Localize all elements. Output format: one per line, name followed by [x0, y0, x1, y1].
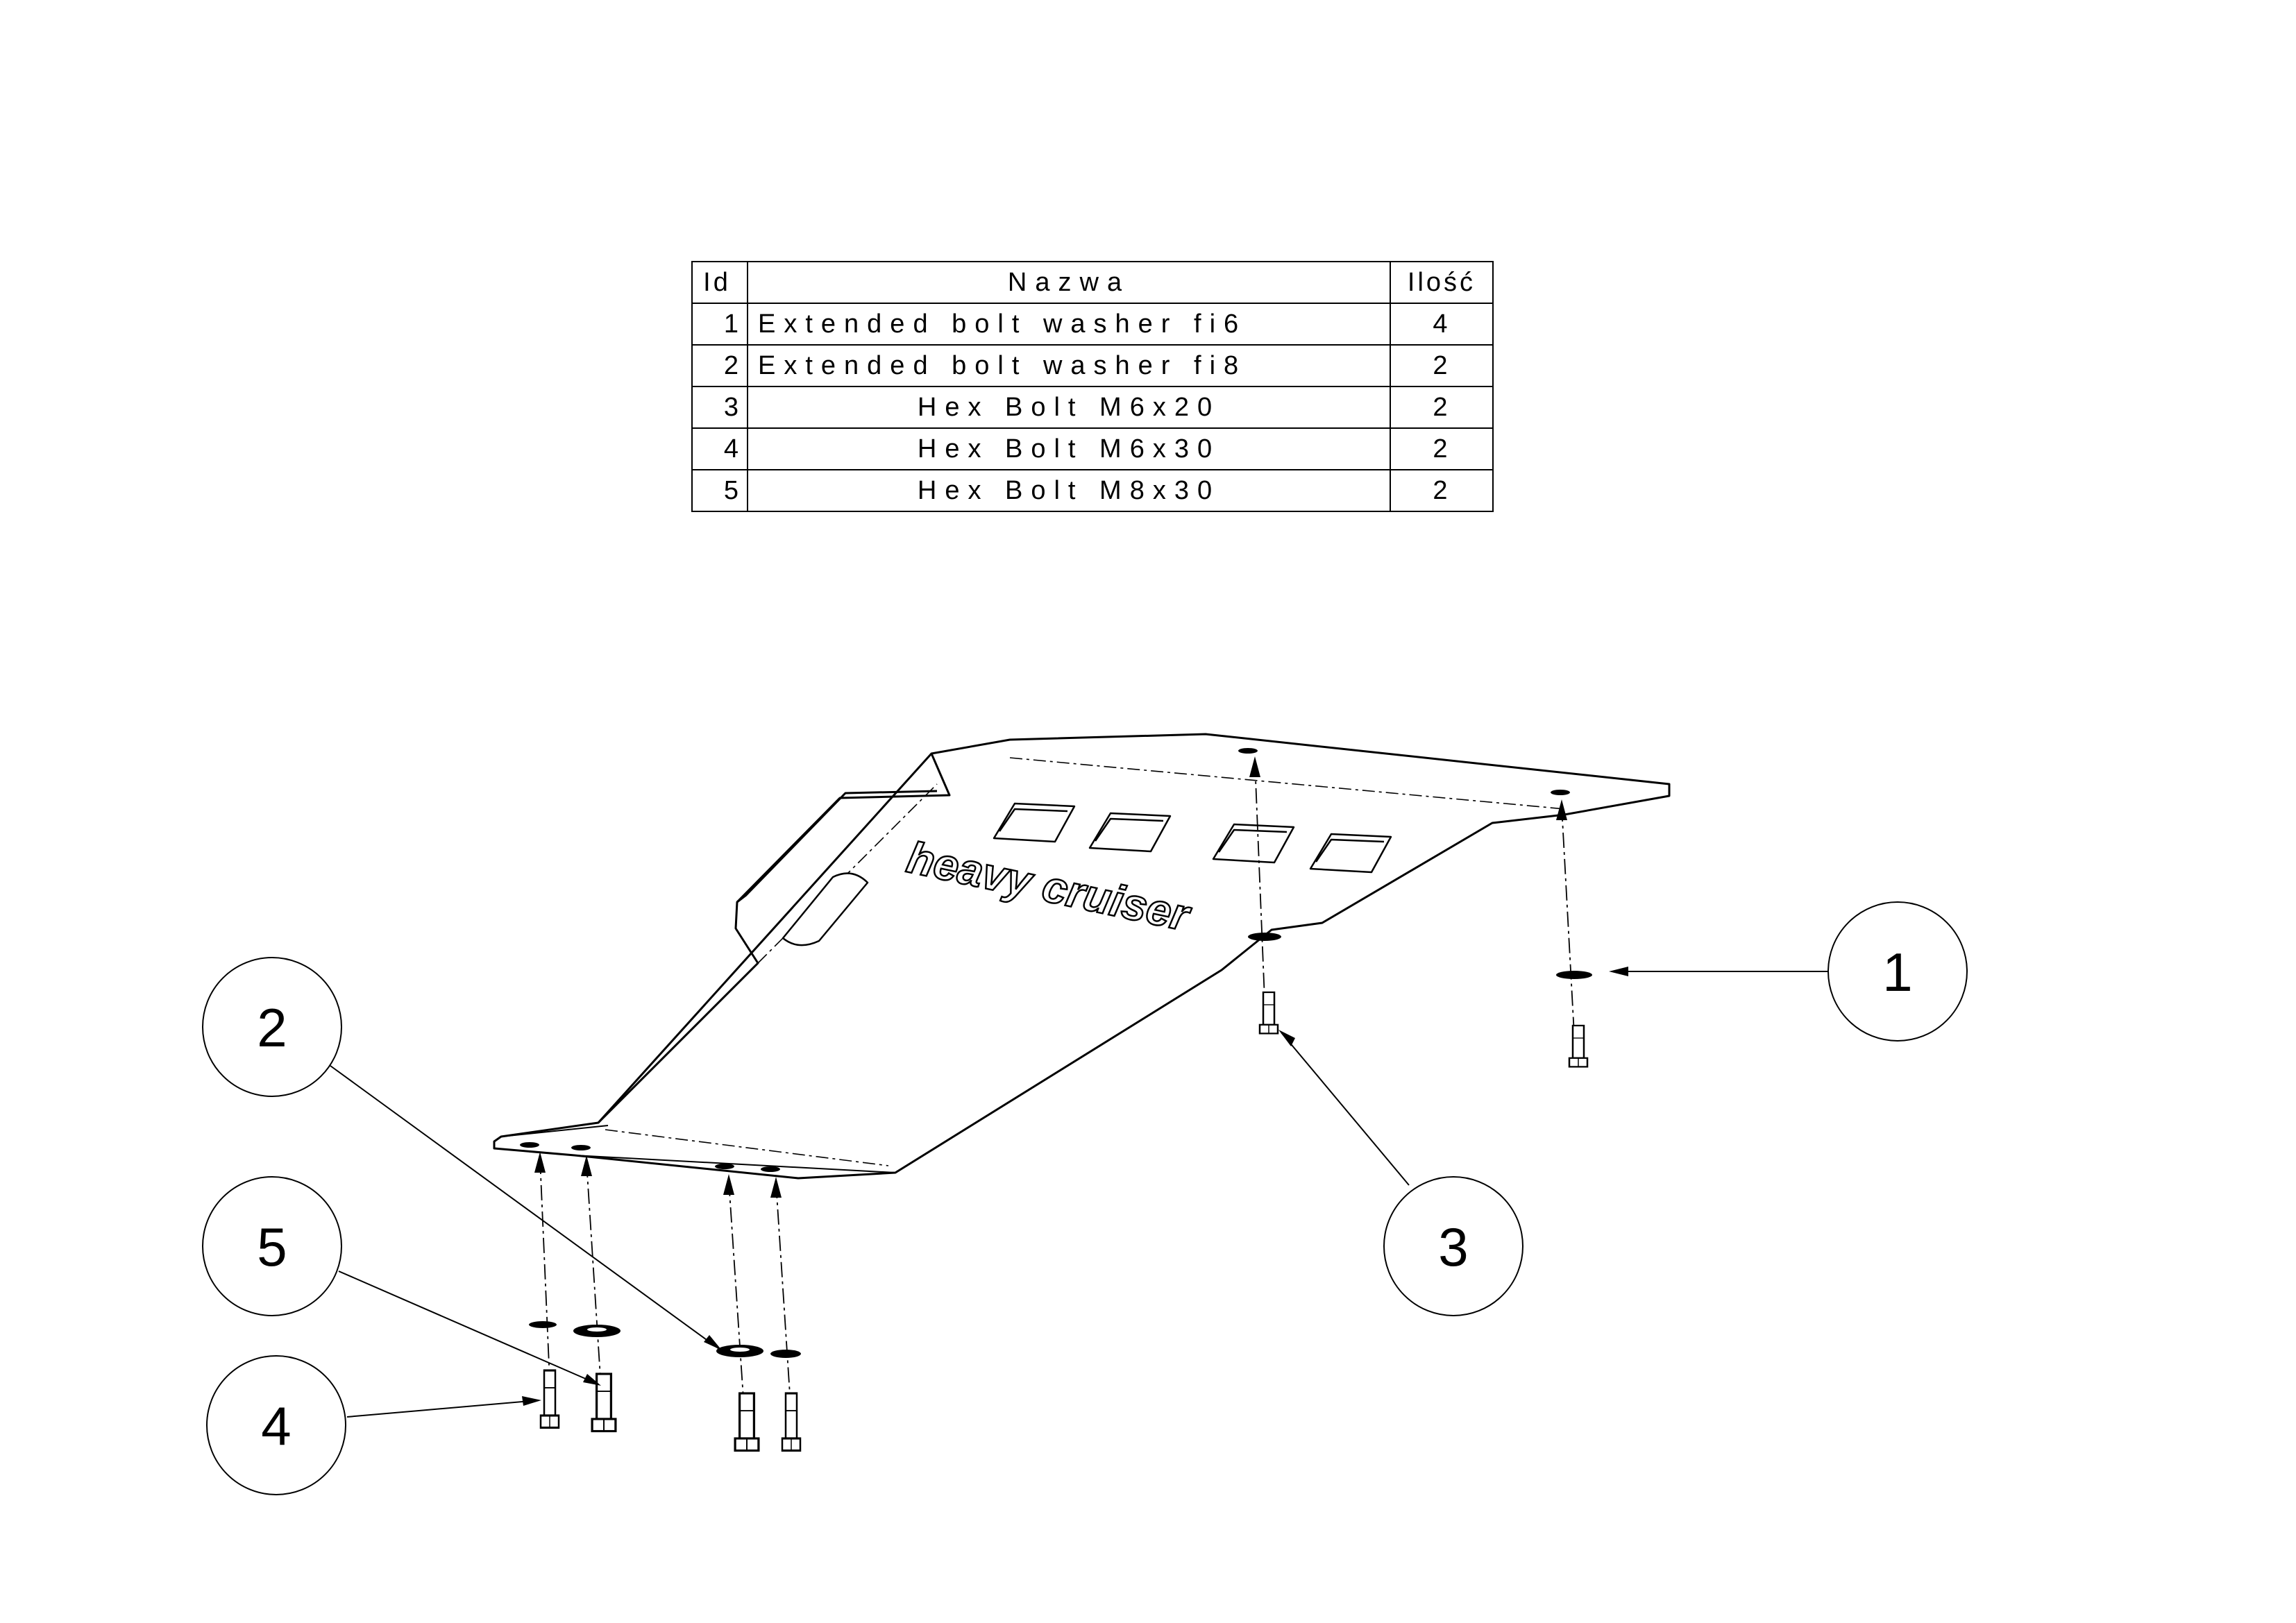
parts-list-row: 2 Extended bolt washer fi8 2: [691, 344, 1494, 387]
header-qty: Ilość: [1390, 261, 1494, 304]
parts-list-header-row: Id Nazwa Ilość: [691, 261, 1494, 304]
row-id: 5: [691, 469, 748, 512]
washer-fi6: [1556, 971, 1592, 979]
parts-list-row: 5 Hex Bolt M8x30 2: [691, 469, 1494, 512]
washer-fi6: [1248, 933, 1281, 941]
row-id: 3: [691, 386, 748, 429]
assembly-arrowheads: [534, 756, 1567, 1198]
parts-list-row: 1 Extended bolt washer fi6 4: [691, 303, 1494, 346]
row-id: 2: [691, 344, 748, 387]
row-name: Hex Bolt M6x20: [747, 386, 1391, 429]
hex-bolt-m8x30: [734, 1392, 760, 1452]
header-id: Id: [691, 261, 748, 304]
plate-holes: [520, 748, 1570, 1172]
balloon-label: 3: [1438, 1216, 1468, 1277]
header-name: Nazwa: [747, 261, 1391, 304]
balloon-2: 2: [202, 957, 342, 1097]
balloon-4: 4: [206, 1355, 346, 1495]
row-qty: 4: [1390, 303, 1494, 346]
hex-bolt-m6x30: [781, 1392, 802, 1452]
row-qty: 2: [1390, 344, 1494, 387]
row-name: Extended bolt washer fi8: [747, 344, 1391, 387]
hex-bolt-m6x30: [539, 1369, 560, 1429]
row-name: Extended bolt washer fi6: [747, 303, 1391, 346]
vent-slots: [782, 802, 1392, 946]
bend-lines: [605, 757, 1566, 1166]
washer-fi6: [770, 1350, 801, 1358]
balloon-3: 3: [1383, 1176, 1523, 1316]
row-name: Hex Bolt M6x30: [747, 427, 1391, 470]
parts-list-table: Id Nazwa Ilość 1 Extended bolt washer fi…: [691, 261, 1494, 512]
assembly-axis-lines: [539, 761, 1575, 1416]
balloon-5: 5: [202, 1176, 342, 1316]
parts-list-row: 4 Hex Bolt M6x30 2: [691, 427, 1494, 470]
skid-plate: [493, 733, 1671, 1180]
row-name: Hex Bolt M8x30: [747, 469, 1391, 512]
balloon-label: 5: [257, 1216, 287, 1277]
row-id: 1: [691, 303, 748, 346]
row-id: 4: [691, 427, 748, 470]
row-qty: 2: [1390, 469, 1494, 512]
hex-bolt-m6x20: [1568, 1024, 1589, 1068]
row-qty: 2: [1390, 386, 1494, 429]
leader-arrowheads: [522, 967, 1628, 1406]
balloon-1: 1: [1827, 901, 1968, 1042]
balloon-label: 4: [261, 1395, 291, 1456]
leader-lines: [330, 971, 1828, 1418]
parts-list-row: 3 Hex Bolt M6x20 2: [691, 386, 1494, 429]
hex-bolt-m6x20: [1258, 991, 1279, 1035]
row-qty: 2: [1390, 427, 1494, 470]
balloon-label: 1: [1882, 942, 1912, 1003]
washer-fi6: [529, 1321, 557, 1328]
balloon-label: 2: [257, 997, 287, 1058]
